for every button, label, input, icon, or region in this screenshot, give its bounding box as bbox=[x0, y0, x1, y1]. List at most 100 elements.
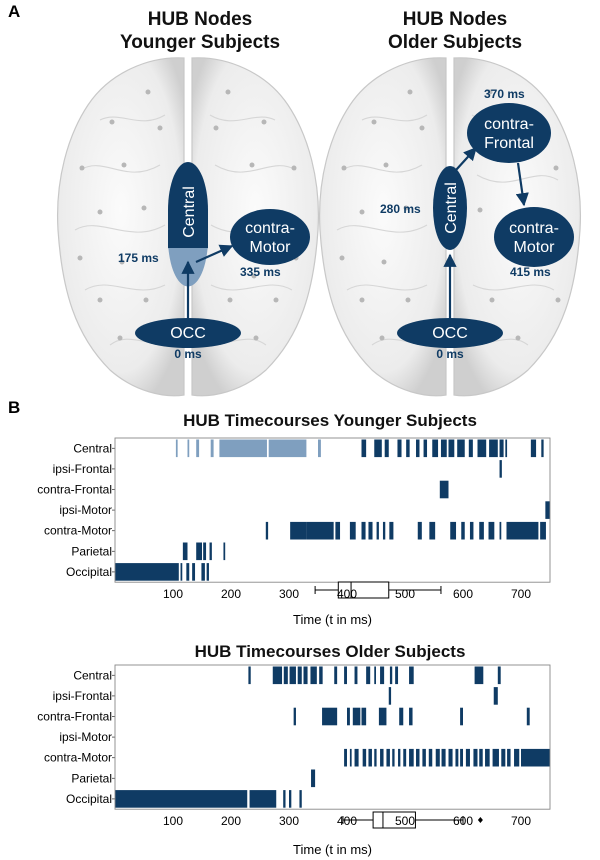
older-frontal-label-1: contra- bbox=[484, 116, 534, 133]
older-event-central bbox=[319, 666, 323, 685]
older-event-contra-motor bbox=[386, 748, 390, 767]
younger-occ-node bbox=[135, 318, 241, 348]
older-event-central bbox=[248, 666, 251, 685]
older-x-tick-label: 500 bbox=[395, 814, 415, 828]
younger-electrode-dots bbox=[77, 89, 299, 341]
younger-motor-label-1: contra- bbox=[245, 220, 295, 237]
older-row-label-central: Central bbox=[73, 668, 112, 682]
younger-motor-node bbox=[230, 209, 310, 265]
younger-event-occipital bbox=[201, 563, 205, 581]
older-event-central bbox=[334, 666, 338, 685]
older-event-contra-motor bbox=[354, 748, 359, 767]
younger-left-hemisphere bbox=[56, 57, 185, 397]
older-timecourse-chart: Centralipsi-Frontalcontra-Frontalipsi-Mo… bbox=[37, 664, 551, 857]
younger-timecourse-chart: Centralipsi-Frontalcontra-Frontalipsi-Mo… bbox=[37, 437, 551, 627]
younger-event-central bbox=[468, 439, 473, 458]
older-event-occipital bbox=[249, 790, 277, 808]
older-brain-title: HUB Nodes Older Subjects bbox=[345, 8, 565, 54]
younger-x-axis-label: Time (t in ms) bbox=[293, 612, 372, 627]
younger-occ-label: OCC bbox=[170, 325, 206, 342]
younger-central-time: 175 ms bbox=[118, 251, 159, 265]
older-event-central bbox=[380, 666, 385, 685]
older-arrow-frontal-motor bbox=[515, 162, 529, 207]
older-event-contra-motor bbox=[349, 748, 352, 767]
older-event-ipsi-frontal bbox=[493, 687, 498, 705]
older-event-central bbox=[389, 666, 393, 685]
older-event-contra-motor bbox=[485, 748, 490, 767]
older-event-contra-motor bbox=[374, 748, 377, 767]
younger-event-contra-motor bbox=[506, 521, 539, 540]
older-event-central bbox=[272, 666, 283, 685]
older-frontal-time: 370 ms bbox=[484, 87, 525, 101]
younger-event-occipital bbox=[186, 563, 190, 581]
older-event-occipital bbox=[115, 790, 248, 808]
older-x-tick-label: 700 bbox=[511, 814, 531, 828]
older-event-contra-motor bbox=[441, 748, 446, 767]
older-event-central bbox=[409, 666, 414, 685]
older-brain: Central contra- Frontal contra- Motor OC… bbox=[318, 57, 582, 397]
older-box-iqr bbox=[372, 811, 416, 829]
younger-event-central bbox=[489, 439, 498, 458]
older-event-contra-motor bbox=[422, 748, 426, 767]
older-motor-label-1: contra- bbox=[509, 220, 559, 237]
younger-x-tick-label: 600 bbox=[453, 587, 473, 601]
younger-event-contra-motor bbox=[450, 521, 457, 540]
older-event-contra-motor bbox=[344, 748, 347, 767]
younger-x-tick-label: 100 bbox=[163, 587, 183, 601]
older-x-tick-label: 200 bbox=[221, 814, 241, 828]
older-event-contra-motor bbox=[380, 748, 384, 767]
younger-event-contra-motor bbox=[368, 521, 373, 540]
older-event-central bbox=[366, 666, 371, 685]
older-x-tick-label: 100 bbox=[163, 814, 183, 828]
older-event-contra-motor bbox=[403, 748, 407, 767]
younger-event-occipital bbox=[206, 563, 209, 581]
older-central-node bbox=[433, 166, 467, 250]
older-event-contra-motor bbox=[507, 748, 511, 767]
older-event-contra-frontal bbox=[347, 707, 350, 726]
older-frontal-label-2: Frontal bbox=[484, 135, 534, 152]
older-title-line2: Older Subjects bbox=[387, 32, 523, 53]
younger-x-tick-label: 700 bbox=[511, 587, 531, 601]
younger-event-central bbox=[541, 439, 544, 458]
older-central-time: 280 ms bbox=[380, 202, 421, 216]
older-event-contra-motor bbox=[392, 748, 395, 767]
younger-central-node bbox=[168, 162, 208, 248]
older-event-contra-motor bbox=[514, 748, 520, 767]
older-event-contra-motor bbox=[368, 748, 372, 767]
younger-event-contra-motor bbox=[349, 521, 356, 540]
older-axes-frame bbox=[114, 664, 551, 810]
older-row-label-ipsi-motor: ipsi-Motor bbox=[59, 730, 112, 744]
younger-event-contra-motor bbox=[376, 521, 379, 540]
older-x-tick-label: 600 bbox=[453, 814, 473, 828]
older-row-label-occipital: Occipital bbox=[66, 792, 112, 806]
younger-event-central bbox=[210, 439, 214, 458]
younger-brain-title: HUB Nodes Younger Subjects bbox=[90, 8, 310, 54]
younger-event-central bbox=[187, 439, 190, 458]
older-event-contra-motor bbox=[428, 748, 433, 767]
younger-central-label: Central bbox=[181, 186, 198, 238]
older-frontal-node bbox=[467, 103, 551, 163]
older-event-contra-motor bbox=[473, 748, 478, 767]
younger-event-central bbox=[416, 439, 420, 458]
older-event-occipital bbox=[283, 790, 286, 808]
younger-event-ipsi-motor bbox=[545, 501, 550, 519]
younger-event-occipital bbox=[192, 563, 196, 581]
older-event-central bbox=[344, 666, 347, 685]
younger-row-label-contra-frontal: contra-Frontal bbox=[37, 483, 112, 497]
older-event-central bbox=[297, 666, 302, 685]
younger-event-central bbox=[432, 439, 439, 458]
younger-event-contra-motor bbox=[499, 521, 502, 540]
younger-event-central bbox=[268, 439, 307, 458]
younger-row-label-occipital: Occipital bbox=[66, 565, 112, 579]
younger-event-parietal bbox=[209, 542, 212, 561]
younger-event-central bbox=[499, 439, 504, 458]
younger-event-contra-motor bbox=[488, 521, 495, 540]
older-event-contra-motor bbox=[492, 748, 499, 767]
younger-event-central bbox=[423, 439, 428, 458]
older-event-occipital bbox=[289, 790, 292, 808]
younger-event-central bbox=[196, 439, 200, 458]
older-event-contra-motor bbox=[501, 748, 506, 767]
older-event-contra-frontal bbox=[352, 707, 361, 726]
younger-x-tick-label: 400 bbox=[337, 587, 357, 601]
younger-event-central bbox=[231, 439, 267, 458]
